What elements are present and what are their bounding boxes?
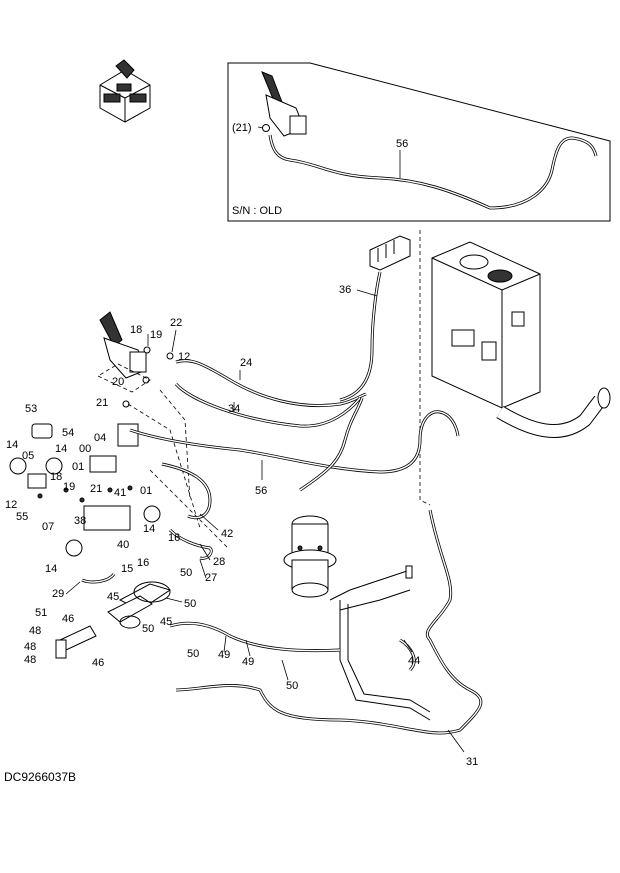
hose-24 [175,359,367,408]
callout-21b: 21 [90,483,102,495]
callout-14c: 14 [143,523,155,535]
hose-42 [161,462,212,520]
callout-19b: 19 [63,481,75,493]
callout-14d: 14 [45,563,57,575]
callout-48c: 48 [24,654,36,666]
hydraulic-tank [431,241,541,409]
callout-48a: 48 [29,625,41,637]
callout-01a: 01 [72,461,84,473]
hose-44 [399,638,416,672]
control-valve-block [369,235,411,271]
callout-00: 00 [79,443,91,455]
callout-49a: 49 [218,649,230,661]
callout-05: 05 [22,450,34,462]
pressure-switch-group [55,581,172,659]
callout-29: 29 [52,588,64,600]
callout-49b: 49 [242,656,254,668]
hose-connector [299,397,364,492]
callout-28: 28 [213,556,225,568]
callout-36: 36 [339,284,351,296]
inset-panel: (21) 56 S/N : OLD [227,62,611,222]
callout-20: 20 [112,376,124,388]
hose-29 [81,572,116,584]
callout-15: 15 [121,563,133,575]
callout-22: 22 [170,317,182,329]
pipe-assembly [329,565,431,721]
callout-56: 56 [255,485,267,497]
callout-42: 42 [221,528,233,540]
swivel-joint [283,515,337,598]
callout-14a: 14 [6,439,18,451]
callout-14b: 14 [55,443,67,455]
callout-50c: 50 [142,623,154,635]
callout-07: 07 [42,521,54,533]
callout-50b: 50 [184,598,196,610]
serial-note: S/N : OLD [232,205,282,217]
inset-ref-label: (21) [232,122,252,134]
callout-01b: 01 [140,485,152,497]
callout-34: 34 [228,403,240,415]
document-id: DC9266037B [4,770,76,784]
hose-56 [129,410,460,474]
callout-16a: 16 [168,532,180,544]
callout-46b: 46 [92,657,104,669]
suction-pipe [496,387,611,438]
callout-21a: 21 [96,397,108,409]
inset-pedal-valve [261,71,307,137]
callout-48b: 48 [24,641,36,653]
callout-27: 27 [205,572,217,584]
orientation-cube-icon [99,59,151,123]
callout-53: 53 [25,403,37,415]
travel-alarm-switch-group [9,423,161,557]
callout-54: 54 [62,427,74,439]
callout-50e: 50 [286,680,298,692]
callout-41: 41 [114,487,126,499]
callout-55: 55 [16,511,28,523]
callout-24: 24 [240,357,252,369]
callout-19: 19 [150,329,162,341]
hose-36 [339,271,382,402]
callout-31: 31 [466,756,478,768]
hose-34 [174,382,362,428]
callout-51: 51 [35,607,47,619]
leader-lines [65,289,465,753]
callout-50a: 50 [180,567,192,579]
callout-40: 40 [117,539,129,551]
callout-16b: 16 [137,557,149,569]
callout-38: 38 [74,515,86,527]
hose-28 [168,528,213,560]
callout-50d: 50 [187,648,199,660]
callout-46a: 46 [62,613,74,625]
callout-18: 18 [130,324,142,336]
callout-12a: 12 [178,351,190,363]
callout-04: 04 [94,432,106,444]
pedal-valve [99,311,174,408]
callout-45b: 45 [160,616,172,628]
callout-12b: 12 [5,499,17,511]
callout-labels: 36 24 34 56 31 44 18 22 19 12 20 21 53 5… [5,284,478,768]
inset-hose-label: 56 [396,138,408,150]
hose-31 [175,509,483,735]
callout-18b: 18 [50,471,62,483]
callout-44: 44 [408,655,420,667]
hose-49 [169,621,341,653]
callout-45a: 45 [107,591,119,603]
